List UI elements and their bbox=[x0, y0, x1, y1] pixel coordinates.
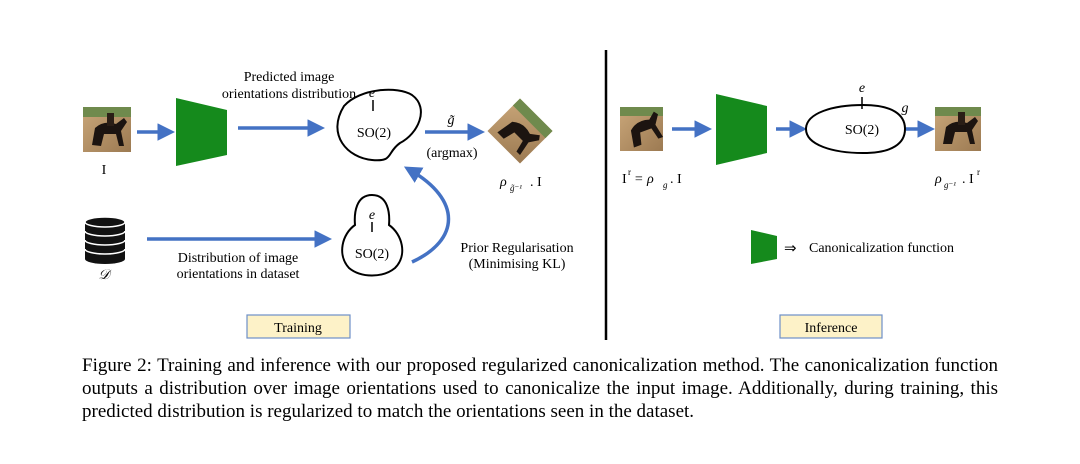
training-box-label: Training bbox=[274, 321, 322, 336]
dataset-group-label: SO(2) bbox=[355, 247, 390, 262]
prior-label-line2: (Minimising KL) bbox=[469, 257, 566, 272]
training-group-label: SO(2) bbox=[357, 126, 392, 141]
inference-input-sup: r bbox=[628, 167, 631, 177]
figure-caption: Figure 2: Training and inference with ou… bbox=[82, 355, 998, 422]
training-output-image bbox=[487, 98, 553, 164]
inference-identity-label: e bbox=[859, 81, 865, 96]
dataset-label-line1: Distribution of image bbox=[178, 251, 299, 266]
legend-text: Canonicalization function bbox=[809, 241, 954, 256]
inference-input-eq: = ρ bbox=[634, 172, 654, 187]
training-identity-label: e bbox=[369, 86, 375, 101]
training-input-label: I bbox=[102, 163, 107, 178]
training-output-rho: ρ bbox=[499, 175, 507, 190]
predicted-label-line2: orientations distribution bbox=[222, 87, 356, 102]
inference-input-image bbox=[620, 107, 664, 151]
inference-input-main: I bbox=[622, 172, 627, 187]
inference-box-label: Inference bbox=[805, 321, 858, 336]
training-input-image bbox=[83, 107, 131, 152]
inference-output-image bbox=[935, 107, 981, 151]
dataset-icon bbox=[84, 216, 126, 264]
inference-output-sup: r bbox=[977, 167, 980, 177]
dataset-label-line2: orientations in dataset bbox=[177, 267, 300, 282]
training-output-sub: g̃⁻¹ bbox=[510, 183, 522, 193]
inference-distribution-shape bbox=[804, 103, 907, 155]
g-tilde-label: g̃ bbox=[448, 113, 455, 128]
prior-label-line1: Prior Regularisation bbox=[460, 241, 573, 256]
inference-input-suffix: . I bbox=[670, 172, 682, 187]
training-canonicalization-network bbox=[176, 98, 227, 166]
inference-canonicalization-network bbox=[716, 94, 767, 165]
inference-group-label: SO(2) bbox=[845, 123, 880, 138]
dataset-identity-label: e bbox=[369, 208, 375, 223]
legend-network-icon bbox=[751, 230, 777, 264]
inference-input-sub: g bbox=[663, 180, 668, 190]
dataset-symbol: 𝒟 bbox=[98, 268, 112, 283]
prior-regularisation-arrow bbox=[403, 166, 451, 264]
argmax-label: (argmax) bbox=[426, 146, 477, 161]
dataset-distribution-shape bbox=[341, 193, 404, 277]
predicted-label-line1: Predicted image bbox=[244, 70, 335, 85]
training-output-suffix: . I bbox=[530, 175, 542, 190]
inference-output-sub: g⁻¹ bbox=[944, 180, 956, 190]
inference-g-label: g bbox=[902, 101, 909, 116]
inference-output-suffix: . I bbox=[962, 172, 974, 187]
legend-arrow: ⇒ bbox=[784, 239, 797, 257]
inference-output-rho: ρ bbox=[934, 172, 942, 187]
inference-box bbox=[779, 314, 883, 339]
predicted-distribution-shape bbox=[336, 88, 422, 162]
training-box bbox=[246, 314, 351, 339]
